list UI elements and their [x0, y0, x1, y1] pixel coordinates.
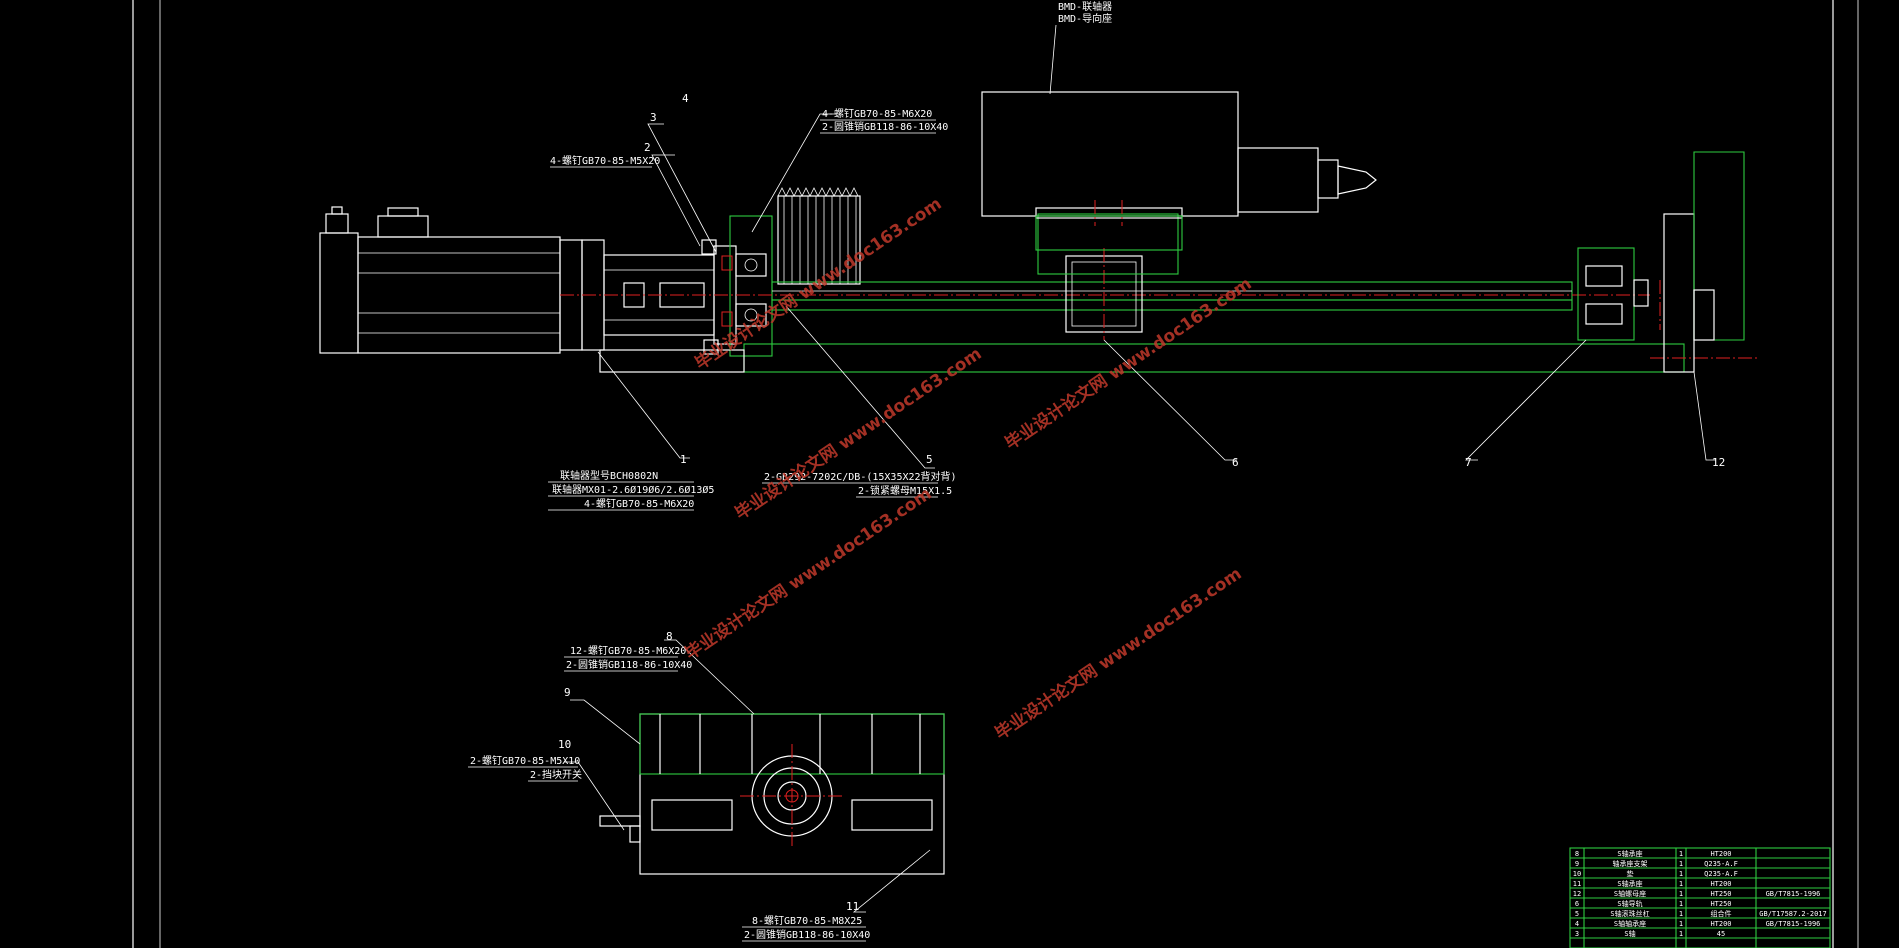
ball-screw: [560, 281, 1650, 311]
spindle-note-1: BMD-联轴器: [1058, 0, 1112, 13]
spindle-head: [981, 91, 1377, 251]
table-cell-no: 11: [1573, 880, 1581, 888]
watermarks: 毕业设计论文网 www.doc163.com 毕业设计论文网 www.doc16…: [681, 193, 1255, 744]
table-cell-material: HT200: [1710, 880, 1731, 888]
table-cell-name: S轴承座: [1617, 879, 1642, 888]
callouts: BMD-联轴器 BMD-导向座 4-螺钉GB70-85-M5X20 4-螺钉GB…: [468, 0, 1112, 942]
callout-1-3: 4-螺钉GB70-85-M6X20: [584, 498, 694, 510]
table-cell-standard: GB/T17587.2-2017: [1759, 910, 1826, 918]
table-cell-no: 8: [1575, 850, 1579, 858]
bellows-cover: [777, 187, 861, 285]
callout-4-2: 2-圆锥销GB118-86-10X40: [822, 120, 948, 133]
callout-1-2: 联轴器MX01-2.6Ø19Ø6/2.6Ø13Ø5: [552, 483, 714, 496]
table-cell-qty: 1: [1679, 870, 1683, 878]
balloon-1-text: 4: [682, 92, 689, 105]
table-cell-no: 10: [1573, 870, 1581, 878]
base-bed: [599, 343, 1760, 373]
balloon-8: 8: [666, 630, 673, 643]
servo-motor: [319, 206, 605, 354]
table-cell-material: 45: [1717, 930, 1725, 938]
table-cell-material: Q235-A.F: [1704, 860, 1738, 868]
balloon-3: 3: [650, 111, 657, 124]
balloon-1: 1: [680, 453, 687, 466]
table-cell-name: S轴: [1624, 929, 1635, 938]
callout-1-1: 联轴器型号BCH0802N: [560, 469, 658, 482]
callout-2: 4-螺钉GB70-85-M5X20: [550, 155, 660, 167]
table-cell-standard: GB/T7815-1996: [1766, 920, 1821, 928]
table-cell-qty: 1: [1679, 930, 1683, 938]
callout-8-1: 12-螺钉GB70-85-M6X20: [570, 645, 686, 657]
table-cell-name: S轴导轨: [1617, 899, 1642, 908]
table-cell-no: 6: [1575, 900, 1579, 908]
table-cell-name: 垫: [1627, 869, 1634, 878]
callout-5-1: 2-GB292-7202C/DB-(15X35X22背对背): [764, 470, 957, 483]
spindle-note-2: BMD-导向座: [1058, 12, 1112, 25]
watermark-4: 毕业设计论文网 www.doc163.com: [991, 563, 1245, 744]
table-cell-no: 9: [1575, 860, 1579, 868]
table-cell-no: 3: [1575, 930, 1579, 938]
table-cell-no: 5: [1575, 910, 1579, 918]
balloon-9: 9: [564, 686, 571, 699]
nut-carriage: [1035, 207, 1183, 340]
table-cell-material: 组合件: [1711, 909, 1732, 918]
table-cell-qty: 1: [1679, 880, 1683, 888]
table-cell-material: Q235-A.F: [1704, 870, 1738, 878]
section-view: [599, 713, 945, 875]
watermark-3: 毕业设计论文网 www.doc163.com: [681, 483, 935, 664]
table-cell-qty: 1: [1679, 850, 1683, 858]
table-cell-no: 12: [1573, 890, 1581, 898]
table-cell-qty: 1: [1679, 860, 1683, 868]
table-cell-qty: 1: [1679, 910, 1683, 918]
balloon-5: 5: [926, 453, 933, 466]
balloons: 4 3 2 1 5 6 7 12 8 9 10 11: [558, 92, 1725, 913]
end-bracket: [1663, 151, 1745, 373]
sheet-frame: [132, 0, 1859, 948]
balloon-12: 12: [1712, 456, 1725, 469]
table-cell-qty: 1: [1679, 890, 1683, 898]
coupling-housing: [603, 239, 737, 355]
callout-10-2: 2-挡块开关: [530, 768, 582, 781]
table-cell-no: 4: [1575, 920, 1579, 928]
table-cell-qty: 1: [1679, 900, 1683, 908]
table-cell-name: 轴承座支架: [1613, 859, 1648, 868]
table-cell-name: S轴承座: [1617, 849, 1642, 858]
table-cell-name: S轴螺母座: [1614, 889, 1646, 898]
table-cell-material: HT200: [1710, 850, 1731, 858]
table-cell-name: S轴滚珠丝杠: [1610, 909, 1649, 918]
table-cell-standard: GB/T7815-1996: [1766, 890, 1821, 898]
table-cell-material: HT250: [1710, 890, 1731, 898]
table-cell-material: HT250: [1710, 900, 1731, 908]
table-cell-qty: 1: [1679, 920, 1683, 928]
balloon-11: 11: [846, 900, 859, 913]
callout-4-1: 4-螺钉GB70-85-M6X20: [822, 108, 932, 120]
callout-5-2: 2-锁紧螺母M15X1.5: [858, 484, 952, 497]
balloon-2: 2: [644, 141, 651, 154]
right-bearing-block: [1577, 247, 1661, 341]
table-cell-material: HT200: [1710, 920, 1731, 928]
callout-8-2: 2-圆锥销GB118-86-10X40: [566, 658, 692, 671]
table-cell-name: S轴轴承座: [1614, 919, 1646, 928]
callout-11-2: 2-圆锥销GB118-86-10X40: [744, 928, 870, 941]
watermark-1: 毕业设计论文网 www.doc163.com: [691, 193, 945, 374]
balloon-6: 6: [1232, 456, 1239, 469]
balloon-7: 7: [1465, 456, 1472, 469]
leader-lines: [564, 24, 1716, 913]
callout-10-1: 2-螺钉GB70-85-M5X10: [470, 755, 580, 767]
balloon-10: 10: [558, 738, 571, 751]
callout-11-1: 8-螺钉GB70-85-M8X25: [752, 915, 862, 927]
